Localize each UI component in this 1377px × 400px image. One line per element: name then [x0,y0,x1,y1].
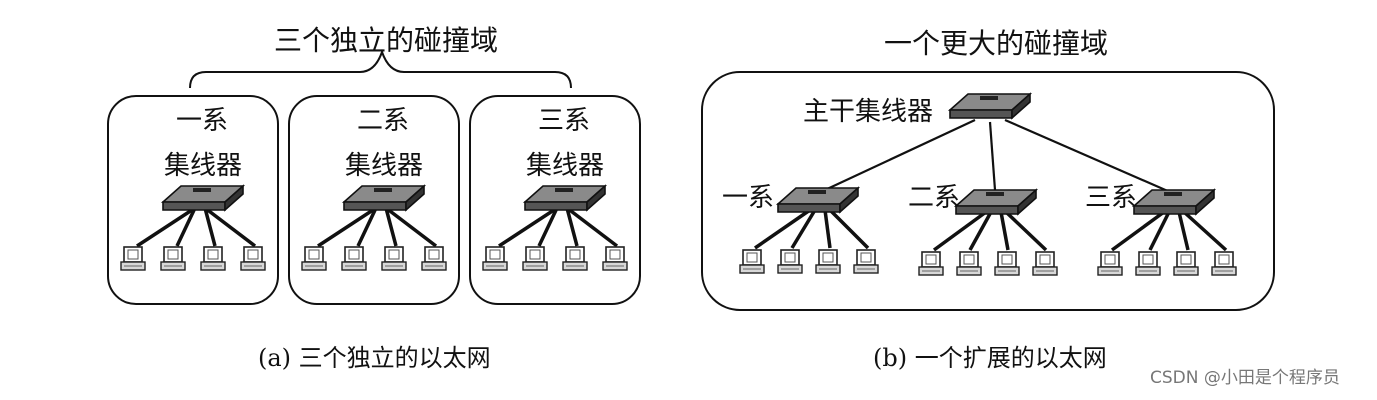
computer-icon [1173,251,1199,276]
domain-3-name: 三系 [538,106,591,136]
computer-icon [240,246,266,271]
domain-box-1 [107,95,279,305]
computer-icon [341,246,367,271]
computer-icon [1097,251,1123,276]
domain-2-device: 集线器 [345,151,424,181]
computer-icon [301,246,327,271]
larger-domain-box [701,71,1275,311]
computer-icon [739,249,765,274]
computer-icon [482,246,508,271]
domain-1-device: 集线器 [164,151,243,181]
domain-box-2 [288,95,460,305]
right-caption: (b) 一个扩展的以太网 [873,344,1107,372]
computer-icon [853,249,879,274]
branch-2-label: 二系 [908,183,961,213]
computer-icon [1211,251,1237,276]
left-title: 三个独立的碰撞域 [274,24,499,57]
hub-icon [162,185,244,211]
left-caption: (a) 三个独立的以太网 [258,344,491,372]
computer-icon [522,246,548,271]
computer-icon [381,246,407,271]
hub-icon [1133,189,1215,215]
branch-1-label: 一系 [722,183,775,213]
collision-domain-brace [189,48,572,89]
right-title: 一个更大的碰撞域 [884,27,1109,60]
computer-icon [602,246,628,271]
computer-icon [160,246,186,271]
computer-icon [777,249,803,274]
branch-3-label: 三系 [1085,183,1138,213]
hub-icon [955,189,1037,215]
computer-icon [200,246,226,271]
watermark: CSDN @小田是个程序员 [1150,368,1340,388]
computer-icon [1032,251,1058,276]
computer-icon [815,249,841,274]
domain-1-name: 一系 [176,106,229,136]
computer-icon [956,251,982,276]
computer-icon [1135,251,1161,276]
domain-3-device: 集线器 [526,151,605,181]
hub-icon [524,185,606,211]
computer-icon [562,246,588,271]
computer-icon [120,246,146,271]
backbone-hub-icon [949,93,1031,119]
hub-icon [777,187,859,213]
computer-icon [918,251,944,276]
domain-box-3 [469,95,641,305]
hub-icon [343,185,425,211]
domain-2-name: 二系 [357,106,410,136]
computer-icon [994,251,1020,276]
computer-icon [421,246,447,271]
backbone-hub-label: 主干集线器 [803,97,934,127]
